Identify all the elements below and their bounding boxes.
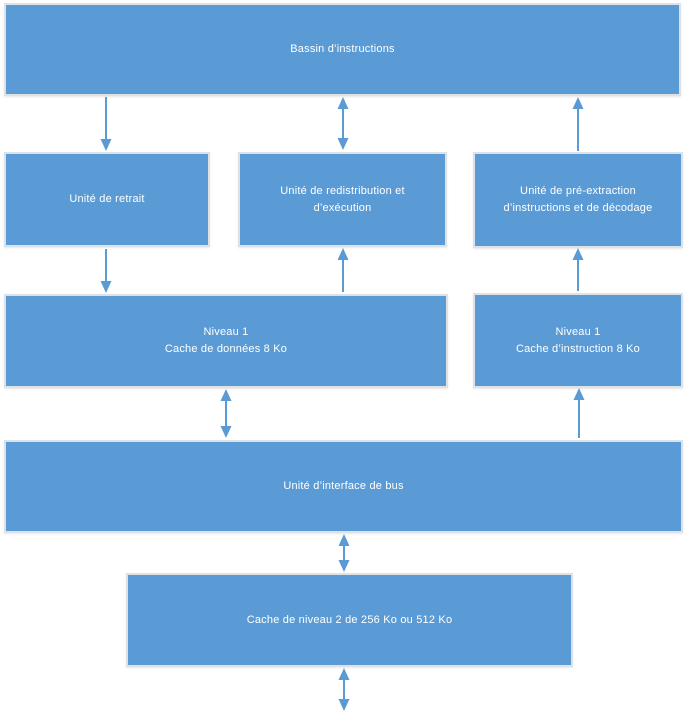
node-unite-interface-bus: Unité d’interface de bus [4, 440, 683, 533]
node-cache-donnees-l1: Niveau 1 Cache de données 8 Ko [4, 294, 448, 388]
node-cache-niveau2: Cache de niveau 2 de 256 Ko ou 512 Ko [126, 573, 573, 667]
node-cache-instruction-l1: Niveau 1 Cache d’instruction 8 Ko [473, 293, 683, 388]
node-unite-retrait: Unité de retrait [4, 152, 210, 247]
node-bassin-instructions: Bassin d’instructions [4, 3, 681, 96]
node-unite-redistribution-execution: Unité de redistribution et d’exécution [238, 152, 447, 247]
node-unite-preextraction-decodage: Unité de pré-extraction d’instructions e… [473, 152, 683, 248]
